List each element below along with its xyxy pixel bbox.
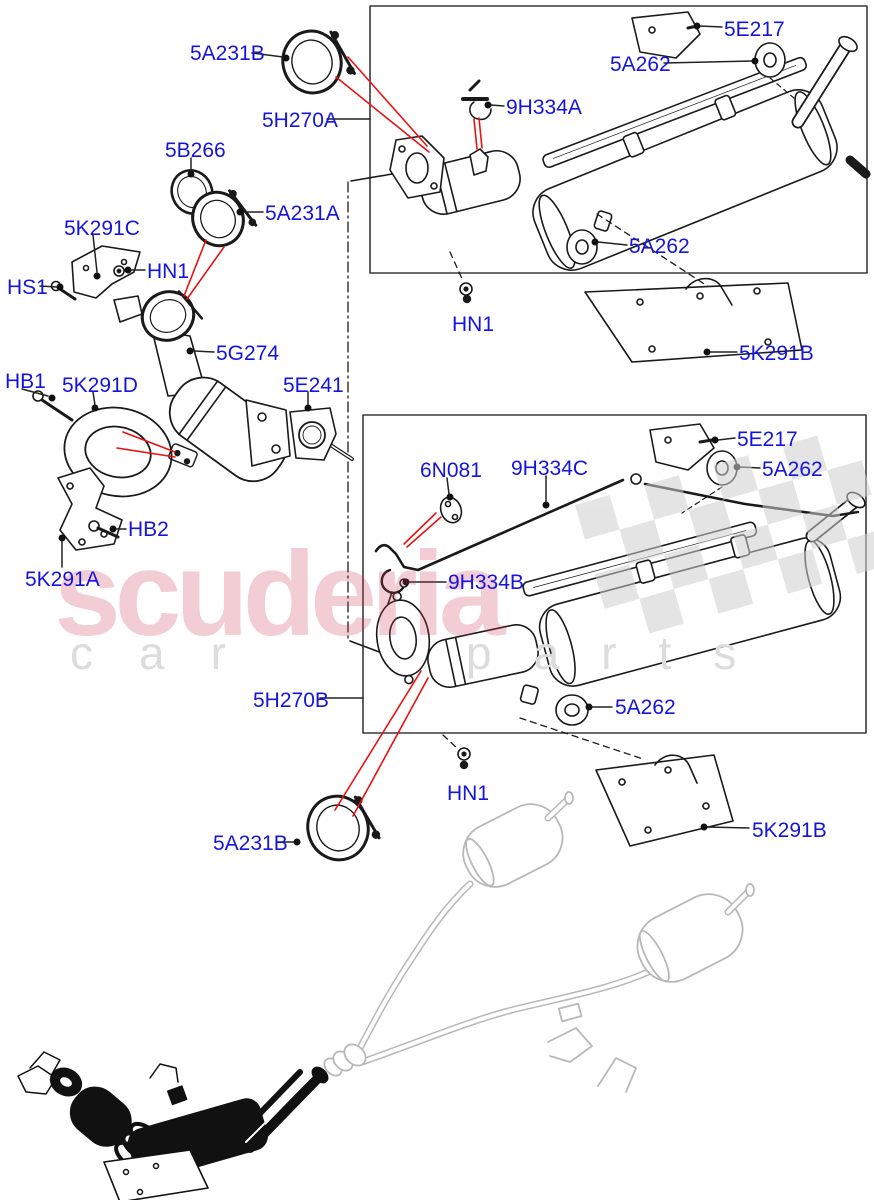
part-label-hn1-5[interactable]: HN1 xyxy=(147,260,190,283)
part-label-5a262-16[interactable]: 5A262 xyxy=(610,53,671,76)
part-label-5a262-18[interactable]: 5A262 xyxy=(629,235,690,258)
plate-5K291B-lower xyxy=(595,754,734,847)
part-label-hb1-8[interactable]: HB1 xyxy=(5,370,46,393)
isolator-5A262-upper xyxy=(754,42,786,78)
part-label-hs1-6[interactable]: HS1 xyxy=(7,276,48,299)
part-label-5a231b-14[interactable]: 5A231B xyxy=(213,832,288,855)
red-leader-lines xyxy=(116,56,483,817)
clamp-5A231A xyxy=(191,189,258,248)
part-label-hn1-19[interactable]: HN1 xyxy=(452,313,495,336)
clip-9H334A xyxy=(461,79,492,121)
clamp-5A231B-bottom xyxy=(306,794,381,862)
part-label-5e241-10[interactable]: 5E241 xyxy=(283,374,344,397)
nut-HN1-lower xyxy=(457,747,471,770)
part-label-5b266-2[interactable]: 5B266 xyxy=(165,139,226,162)
plate-5K291B-upper xyxy=(584,277,803,363)
assembled-front-exhaust xyxy=(17,1051,329,1200)
leader-lines xyxy=(21,25,761,843)
clip-6N081 xyxy=(439,496,463,524)
part-label-5g274-7[interactable]: 5G274 xyxy=(216,342,280,365)
part-label-5k291b-28[interactable]: 5K291B xyxy=(752,819,827,842)
part-label-hn1-27[interactable]: HN1 xyxy=(447,782,490,805)
part-label-5h270b-13[interactable]: 5H270B xyxy=(253,689,329,712)
clamp-5A231B-top xyxy=(281,29,356,95)
bracket-5E241 xyxy=(289,407,354,461)
part-label-5a231a-3[interactable]: 5A231A xyxy=(265,202,340,225)
part-label-9h334c-23[interactable]: 9H334C xyxy=(511,457,589,480)
part-label-5a231b-0[interactable]: 5A231B xyxy=(190,42,265,65)
bracket-5E217-lower xyxy=(649,423,715,471)
part-label-5a262-26[interactable]: 5A262 xyxy=(615,696,676,719)
part-label-9h334b-25[interactable]: 9H334B xyxy=(448,571,524,594)
part-label-6n081-22[interactable]: 6N081 xyxy=(420,459,482,482)
part-label-hb2-11[interactable]: HB2 xyxy=(128,518,169,541)
isolator-5A262-lower xyxy=(566,229,598,265)
clamp-inlet-ring xyxy=(140,290,204,342)
part-label-5k291a-12[interactable]: 5K291A xyxy=(25,568,100,591)
nut-HN1-upper xyxy=(459,282,473,304)
screw-HB2 xyxy=(88,520,120,539)
bracket-5K291C xyxy=(71,245,141,299)
bracket-5E217-upper xyxy=(631,11,701,59)
bracket-5K291A xyxy=(57,467,123,551)
part-label-5a262-24[interactable]: 5A262 xyxy=(762,458,823,481)
part-label-9h334a-17[interactable]: 9H334A xyxy=(506,96,582,119)
assembled-rear-exhaust xyxy=(323,791,755,1093)
part-label-5h270a-1[interactable]: 5H270A xyxy=(262,109,338,132)
part-label-5k291d-9[interactable]: 5K291D xyxy=(62,374,138,397)
part-label-5e217-21[interactable]: 5E217 xyxy=(737,428,798,451)
catalytic-converter-5G274 xyxy=(168,376,291,483)
part-label-5k291c-4[interactable]: 5K291C xyxy=(64,217,140,240)
part-label-5k291b-20[interactable]: 5K291B xyxy=(739,342,814,365)
bolt-HN1-top xyxy=(113,265,125,277)
heat-shield-5K291D xyxy=(63,406,173,498)
part-label-5e217-15[interactable]: 5E217 xyxy=(724,18,785,41)
